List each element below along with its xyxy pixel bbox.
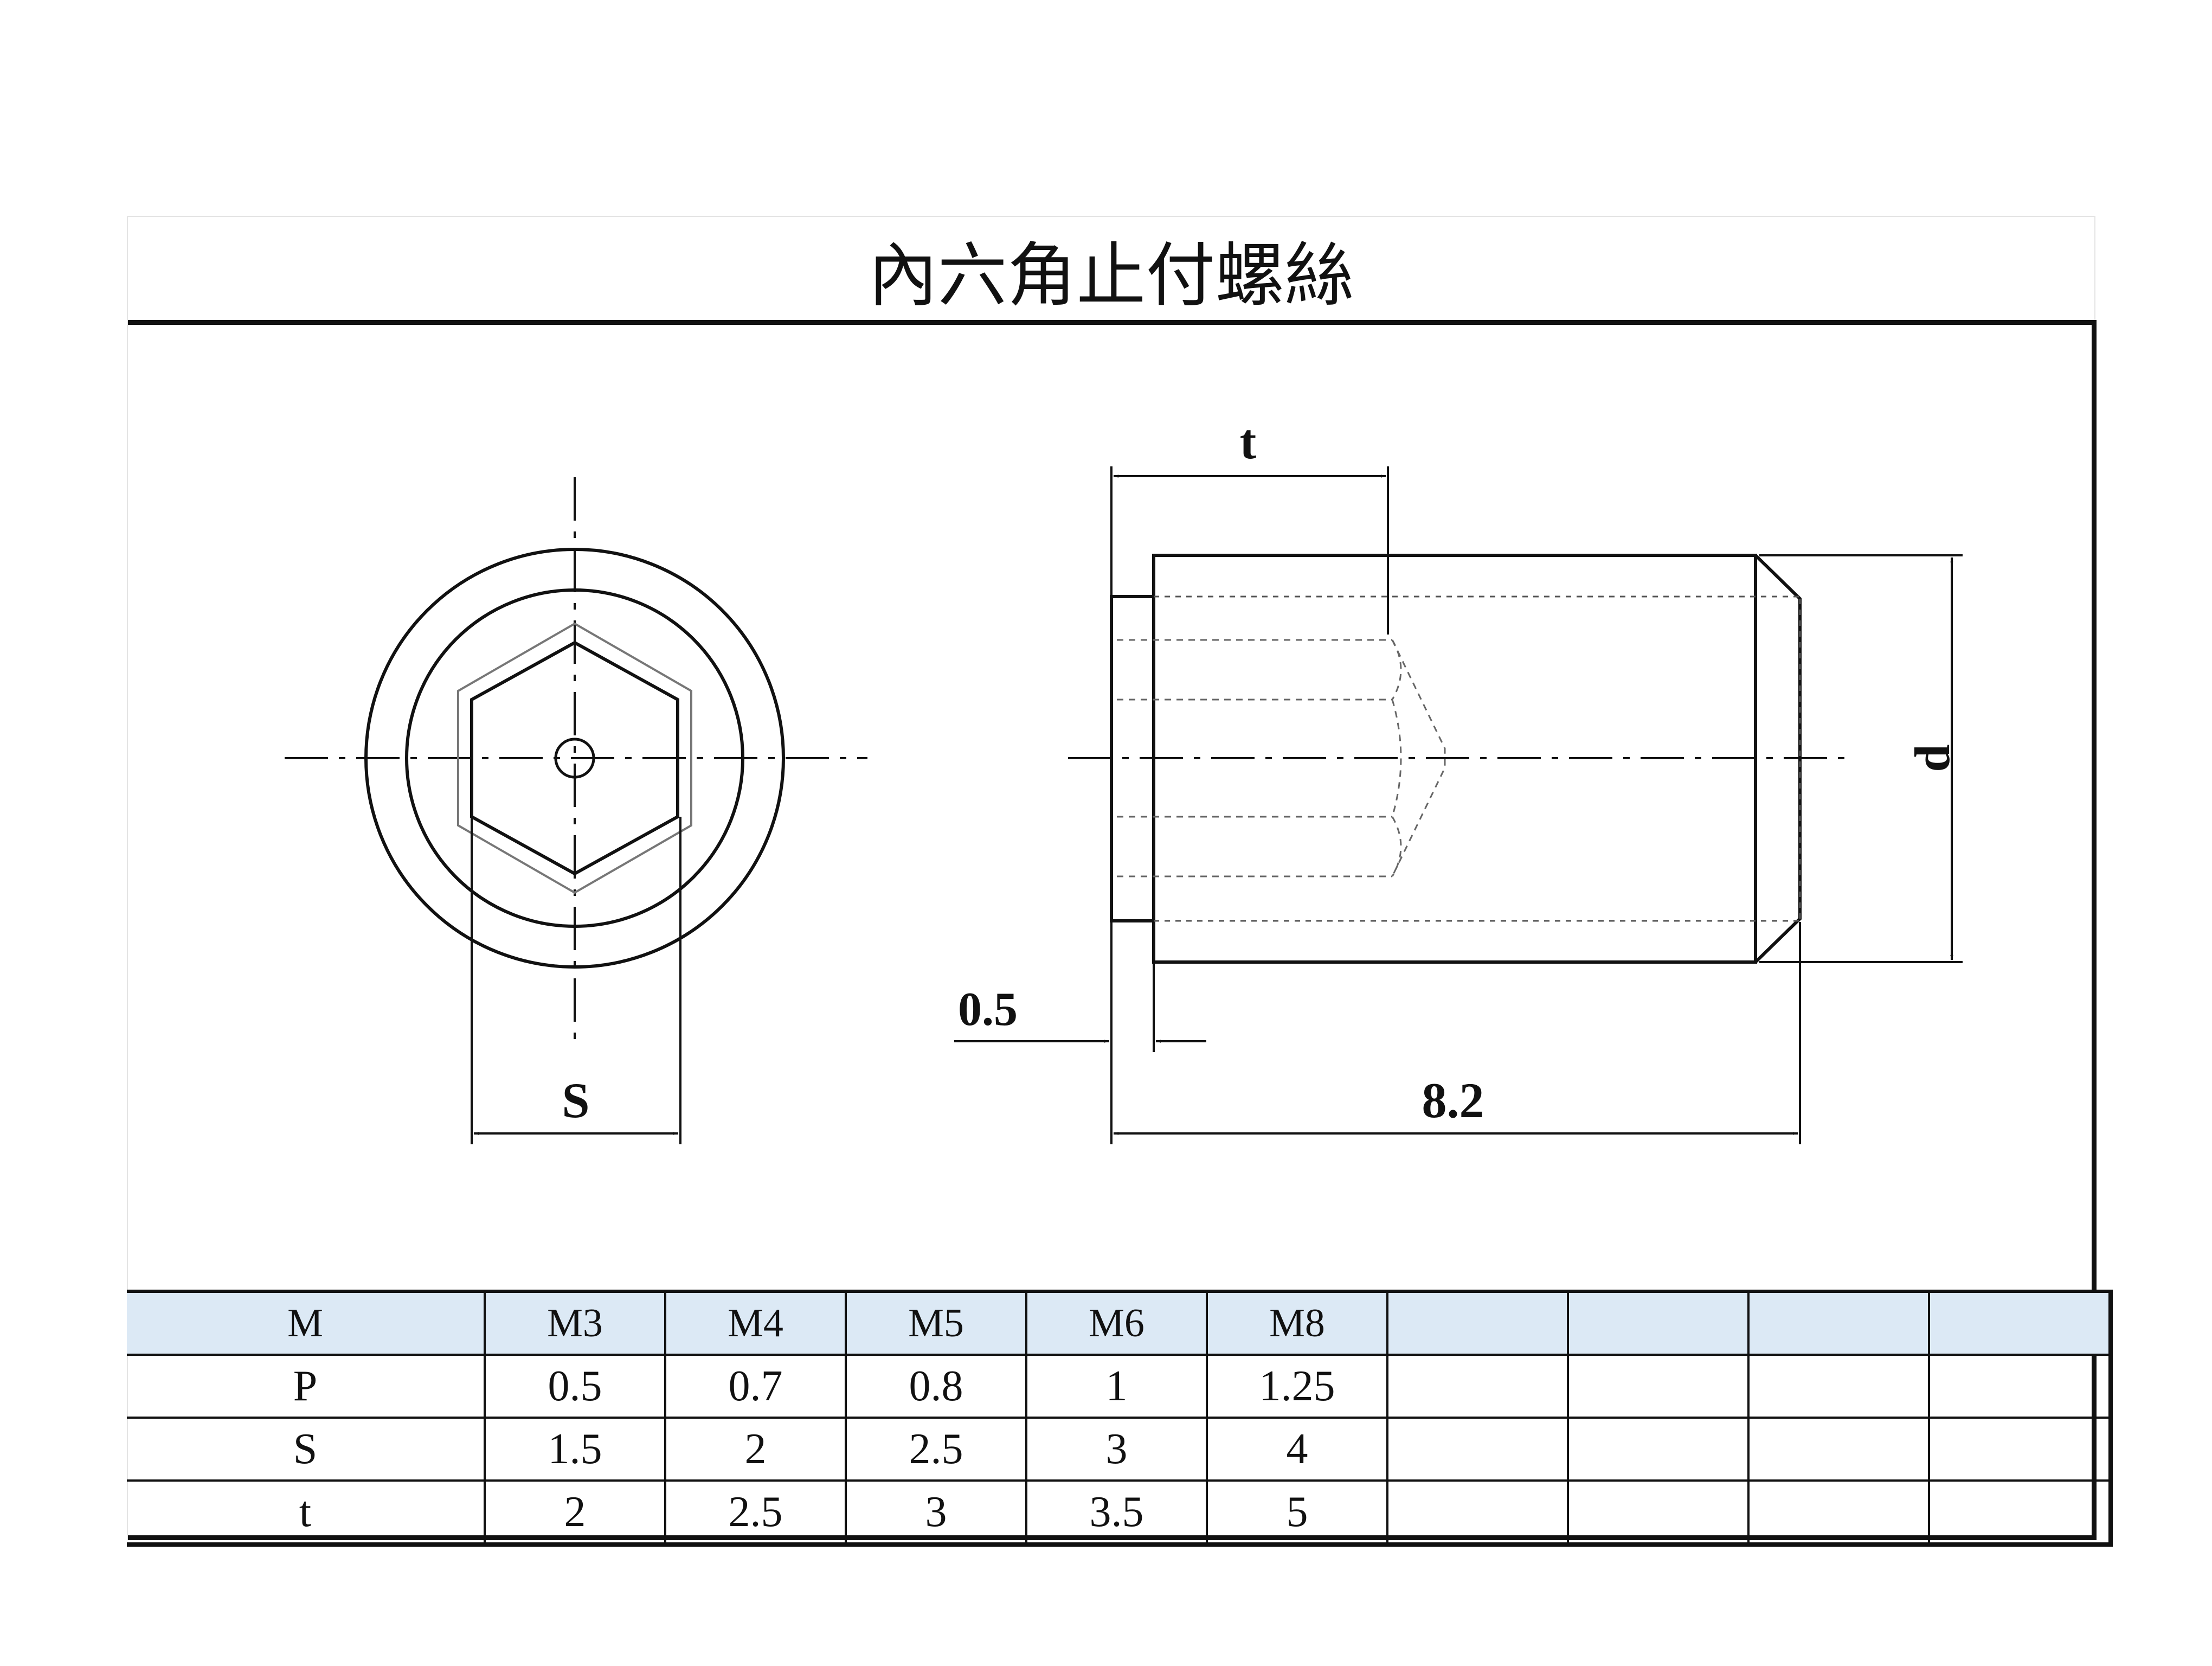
table-cell: 0.7 [664,1354,847,1419]
table-row: P 0.5 0.7 0.8 1 1.25 [127,1354,2113,1419]
table-cell [1567,1354,1750,1419]
table-cell [1386,1354,1569,1419]
chamfer-end [1754,554,1802,964]
length-dimension-label: 8.2 [1422,1073,1484,1128]
table-cell: 2.5 [845,1417,1027,1482]
table-header-cell [1747,1290,1930,1356]
end-view [285,477,867,1144]
table-cell [1747,1417,1930,1482]
socket-end [1110,595,1155,922]
hex-socket [470,640,679,876]
table-cell: 2 [484,1479,666,1547]
inner-circle [405,588,744,928]
table-cell [1386,1479,1569,1547]
table-header-label: M [127,1290,486,1356]
table-header-cell: M8 [1206,1290,1388,1356]
side-view [954,466,1963,1144]
table-header-cell: M6 [1025,1290,1208,1356]
table-cell [1567,1417,1750,1482]
table-cell: 4 [1206,1417,1388,1482]
table-row-label: P [127,1354,486,1419]
table-header-cell [1386,1290,1569,1356]
table-cell: 3 [845,1479,1027,1547]
table-row: S 1.5 2 2.5 3 4 [127,1417,2113,1482]
d-dimension-label: d [1905,744,1960,772]
table-row-label: t [127,1479,486,1547]
spec-table: M M3 M4 M5 M6 M8 P 0.5 0.7 0.8 1 1.25 S … [127,1290,2113,1547]
table-cell [1928,1479,2113,1547]
table-cell [1928,1417,2113,1482]
table-header-cell: M3 [484,1290,666,1356]
table-cell [1747,1479,1930,1547]
table-cell: 2.5 [664,1479,847,1547]
table-header-cell [1928,1290,2113,1356]
page-title: 內六角止付螺絲 [868,235,1354,316]
table-row: t 2 2.5 3 3.5 5 [127,1479,2113,1547]
table-cell: 2 [664,1417,847,1482]
outer-thread-circle [364,548,785,969]
table-cell: 0.8 [845,1354,1027,1419]
table-cell: 3 [1025,1417,1208,1482]
table-header-cell [1567,1290,1750,1356]
chamfer-dimension-label: 0.5 [958,983,1018,1036]
table-header-cell: M5 [845,1290,1027,1356]
hex-socket-outline [457,622,692,894]
table-cell [1928,1354,2113,1419]
table-cell [1386,1417,1569,1482]
table-cell [1747,1354,1930,1419]
table-header-cell: M4 [664,1290,847,1356]
table-cell: 5 [1206,1479,1388,1547]
table-header-row: M M3 M4 M5 M6 M8 [127,1290,2113,1356]
t-dimension-label: t [1240,414,1257,469]
table-cell: 3.5 [1025,1479,1208,1547]
table-cell: 1.5 [484,1417,666,1482]
s-dimension-label: S [562,1073,589,1128]
table-cell [1567,1479,1750,1547]
center-hole [554,738,595,779]
hidden-socket-lines [1117,639,1446,877]
table-cell: 0.5 [484,1354,666,1419]
table-cell: 1.25 [1206,1354,1388,1419]
table-cell: 1 [1025,1354,1208,1419]
table-row-label: S [127,1417,486,1482]
